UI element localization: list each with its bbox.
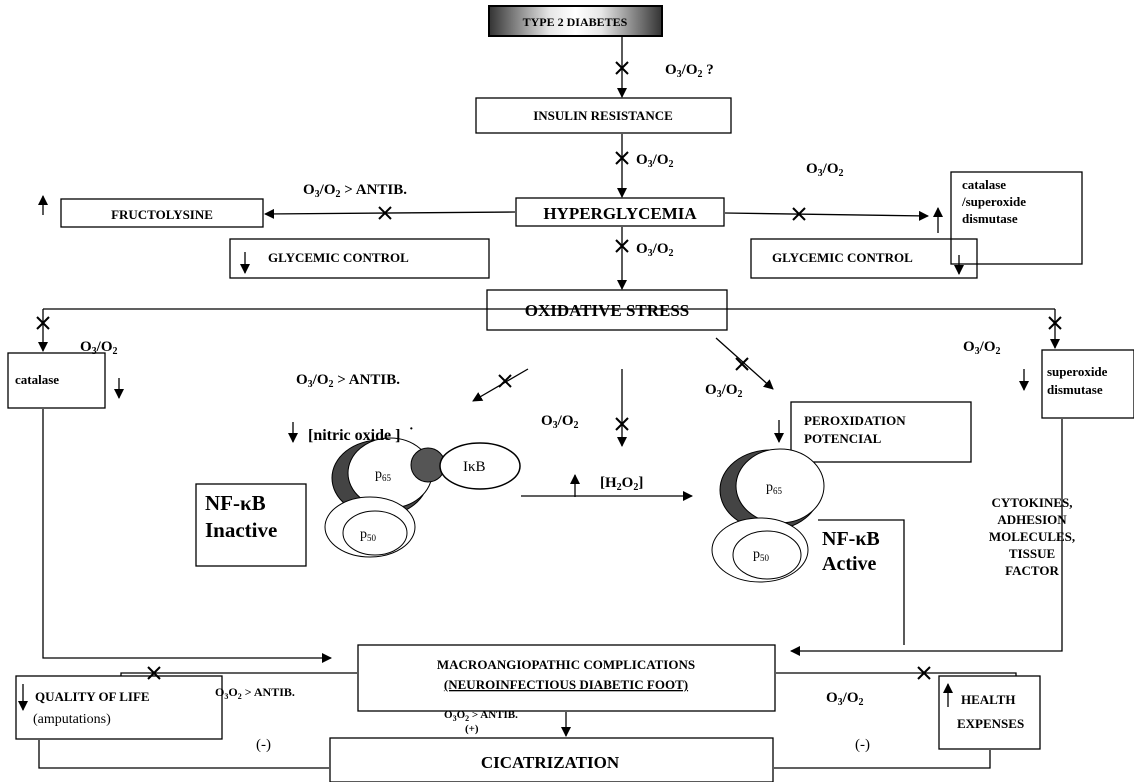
hyperglycemia-box — [515, 197, 725, 227]
line-cytokines — [818, 519, 905, 645]
plus-label: (+) — [465, 723, 479, 735]
cicatrization-box — [329, 737, 774, 782]
health-line1: HEALTH — [961, 692, 1015, 707]
arrow-hyper-fructolysine — [264, 208, 516, 219]
o3o2-catalase: O3/O2 — [80, 339, 118, 357]
catalase-box — [7, 352, 106, 409]
line-macro-quality — [120, 672, 357, 676]
arrow-peroxidation — [715, 337, 774, 390]
p65-inactive: p65 — [375, 467, 392, 483]
cytokines-5: FACTOR — [1005, 563, 1059, 578]
p65-active: p65 — [766, 480, 783, 496]
nitric-oxide-label: [nitric oxide ] — [308, 427, 400, 444]
quality-line2: (amputations) — [33, 712, 111, 727]
insulin-resistance-box — [475, 97, 732, 134]
type2-diabetes-box — [488, 5, 663, 37]
o3o2-superoxide: O3/O2 — [963, 339, 1001, 357]
nfkb-active-line1: NF-κB — [822, 528, 880, 550]
arrow-hyper-right — [724, 210, 929, 221]
macro-line1: MACROANGIOPATHIC COMPLICATIONS — [437, 657, 695, 672]
ikb-label: IκB — [463, 459, 486, 475]
cytokines-4: TISSUE — [1009, 546, 1055, 561]
peroxidation-box — [790, 401, 972, 463]
macro-box — [357, 644, 776, 712]
type2-diabetes-label: TYPE 2 DIABETES — [523, 15, 628, 29]
superoxide-box — [1041, 349, 1134, 419]
o3o2-antib-fructolysine: O3/O2 > ANTIB. — [303, 182, 407, 200]
peroxidation-line1: PEROXIDATION — [804, 413, 906, 428]
superoxide-line2: dismutase — [1047, 382, 1103, 397]
line-quality-cicatrization — [38, 740, 329, 769]
glycemic-control-right-label: GLYCEMIC CONTROL — [772, 250, 913, 265]
o3o2-hyper: O3/O2 — [636, 241, 674, 259]
nfkb-active-molecule — [711, 448, 825, 583]
line-superoxide-macro — [790, 419, 1063, 656]
cytokines-2: ADHESION — [997, 512, 1067, 527]
catalase-sod-line1: catalase — [962, 177, 1006, 192]
h2o2-label: [H2O2] — [600, 475, 643, 493]
o3o2-antib-cicatrization: O3O2 > ANTIB. — [444, 709, 518, 723]
catalase-sod-box — [950, 171, 1083, 265]
o3o2-q: O3/O2 ? — [665, 62, 714, 80]
minus-right: (-) — [855, 737, 870, 753]
quality-box — [15, 675, 223, 740]
line-health-cicatrization — [774, 750, 991, 769]
o3o2-antib-nitric: O3/O2 > ANTIB. — [296, 372, 400, 390]
cytokines-3: MOLECULES, — [989, 529, 1075, 544]
nfkb-active-line2: Active — [822, 553, 877, 575]
oxidative-stress-label: OXIDATIVE STRESS — [525, 301, 690, 320]
nfkb-inactive-box — [195, 483, 307, 567]
catalase-sod-line3: dismutase — [962, 211, 1018, 226]
cicatrization-label: CICATRIZATION — [481, 753, 620, 772]
o3o2-health: O3/O2 — [826, 690, 864, 708]
fructolysine-box — [60, 198, 264, 228]
o3o2-top-right: O3/O2 — [806, 161, 844, 179]
insulin-resistance-label: INSULIN RESISTANCE — [533, 108, 673, 123]
o3o2-h2o2: O3/O2 — [541, 413, 579, 431]
quality-line1: QUALITY OF LIFE — [35, 689, 150, 704]
nitric-oxide-dot: · — [409, 422, 414, 437]
nfkb-inactive-line1: NF-κB — [205, 491, 266, 515]
catalase-label: catalase — [15, 372, 59, 387]
superoxide-line1: superoxide — [1047, 364, 1108, 379]
health-box — [938, 675, 1041, 750]
o3o2-peroxidation: O3/O2 — [705, 382, 743, 400]
oxidative-stress-box — [486, 289, 728, 331]
fructolysine-label: FRUCTOLYSINE — [111, 207, 213, 222]
nfkb-inactive-molecule — [324, 437, 521, 558]
x-mark-peroxidation — [735, 357, 749, 371]
nfkb-inactive-line2: Inactive — [205, 518, 277, 542]
peroxidation-line2: POTENCIAL — [804, 431, 882, 446]
glycemic-control-right-box — [750, 238, 978, 279]
glycemic-control-left-box — [229, 238, 490, 279]
macro-line2: (NEUROINFECTIOUS DIABETIC FOOT) — [444, 677, 688, 692]
hyperglycemia-label: HYPERGLYCEMIA — [543, 204, 697, 223]
cytokines-1: CYTOKINES, — [991, 495, 1072, 510]
catalase-sod-line2: /superoxide — [961, 194, 1026, 209]
line-macro-health — [776, 672, 1017, 676]
health-line2: EXPENSES — [957, 716, 1024, 731]
x-mark-nitric — [498, 374, 512, 388]
minus-left: (-) — [256, 737, 271, 753]
line-catalase-macro — [42, 409, 332, 663]
p50-inactive: p50 — [360, 527, 377, 543]
o3o2-insulin: O3/O2 — [636, 152, 674, 170]
o3o2-antib-quality: O3O2 > ANTIB. — [215, 685, 295, 701]
p50-active: p50 — [753, 547, 770, 563]
glycemic-control-left-label: GLYCEMIC CONTROL — [268, 250, 409, 265]
